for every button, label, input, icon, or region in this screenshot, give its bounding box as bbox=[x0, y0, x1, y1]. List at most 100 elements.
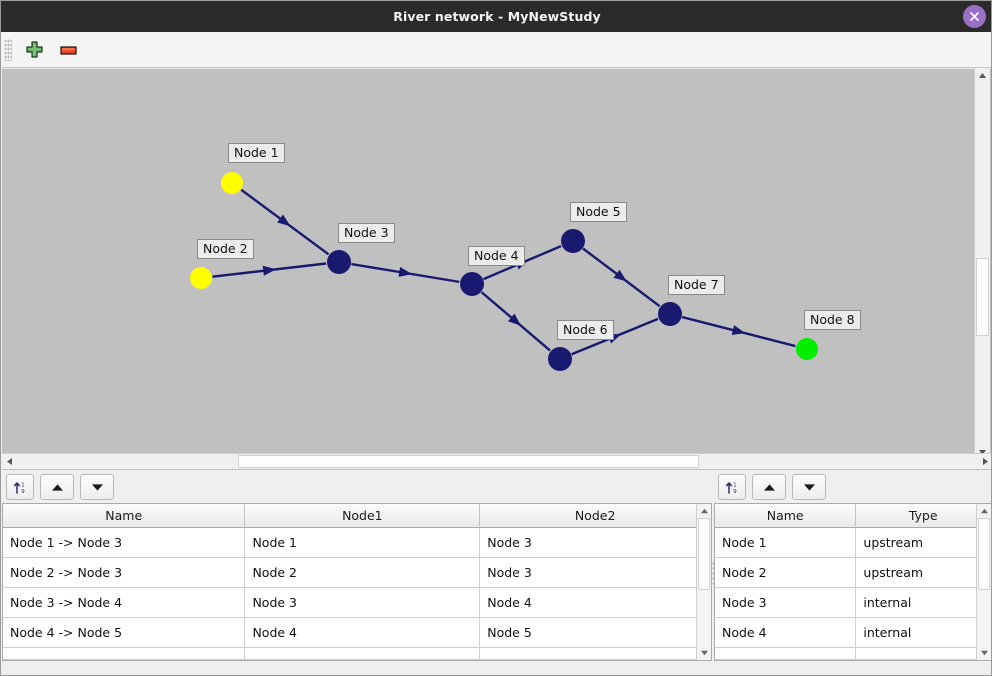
nodes-scroll-up-button[interactable] bbox=[977, 504, 991, 518]
branch-cell[interactable] bbox=[244, 647, 481, 660]
branch-row[interactable] bbox=[3, 647, 711, 660]
graph-node-label-node4[interactable]: Node 4 bbox=[468, 246, 525, 266]
branch-cell[interactable]: Node 1 -> Node 3 bbox=[3, 527, 246, 558]
canvas-horizontal-scroll-thumb[interactable] bbox=[238, 455, 699, 468]
branches-vertical-scrollbar[interactable] bbox=[696, 504, 711, 660]
branch-cell[interactable]: Node 3 bbox=[479, 527, 711, 558]
node-cell[interactable]: Node 1 bbox=[715, 527, 857, 558]
chevron-up-icon bbox=[979, 73, 986, 78]
node-column-header[interactable]: Type bbox=[855, 504, 991, 528]
pane-vertical-splitter[interactable] bbox=[712, 561, 715, 587]
node-cell[interactable]: Node 2 bbox=[715, 557, 857, 588]
node-cell[interactable]: Node 3 bbox=[715, 587, 857, 618]
scroll-up-button[interactable] bbox=[975, 68, 990, 83]
node-cell[interactable] bbox=[855, 647, 991, 660]
graph-node-label-node2[interactable]: Node 2 bbox=[197, 239, 254, 259]
node-cell[interactable]: upstream bbox=[855, 527, 991, 558]
svg-text:1: 1 bbox=[733, 482, 736, 488]
nodes-vertical-scroll-thumb[interactable] bbox=[978, 518, 990, 590]
node-column-header[interactable]: Name bbox=[715, 504, 857, 528]
branch-column-header[interactable]: Name bbox=[3, 504, 246, 528]
node-cell[interactable]: Node 4 bbox=[715, 617, 857, 648]
chevron-right-icon bbox=[982, 458, 988, 465]
graph-node-node4[interactable] bbox=[460, 272, 484, 296]
node-row[interactable] bbox=[715, 647, 991, 660]
network-graph bbox=[190, 172, 818, 371]
graph-node-node2[interactable] bbox=[190, 267, 212, 289]
branch-cell[interactable]: Node 3 -> Node 4 bbox=[3, 587, 246, 618]
node-cell[interactable]: upstream bbox=[855, 557, 991, 588]
branches-scroll-down-button[interactable] bbox=[697, 646, 711, 660]
main-toolbar bbox=[2, 32, 991, 68]
branch-column-header[interactable]: Node2 bbox=[479, 504, 711, 528]
graph-node-label-node8[interactable]: Node 8 bbox=[804, 310, 861, 330]
edge-arrowhead-icon bbox=[507, 313, 522, 326]
nodes-vertical-scrollbar[interactable] bbox=[976, 504, 991, 660]
branches-sort-button[interactable]: 1 9 bbox=[6, 474, 34, 500]
branch-cell[interactable]: Node 2 -> Node 3 bbox=[3, 557, 246, 588]
node-cell[interactable]: internal bbox=[855, 617, 991, 648]
graph-node-node7[interactable] bbox=[658, 302, 682, 326]
nodes-sort-button[interactable]: 1 9 bbox=[718, 474, 746, 500]
graph-node-label-node7[interactable]: Node 7 bbox=[668, 275, 725, 295]
branch-cell[interactable]: Node 1 bbox=[244, 527, 481, 558]
network-diagram-canvas[interactable]: Node 1 Node 2 Node 3 Node 4 Node 5 Node 6 Node… bbox=[2, 68, 991, 461]
branch-cell[interactable]: Node 4 -> Node 5 bbox=[3, 617, 246, 648]
nodes-move-up-button[interactable] bbox=[752, 474, 786, 500]
branch-cell[interactable]: Node 3 bbox=[479, 557, 711, 588]
graph-node-node3[interactable] bbox=[327, 250, 351, 274]
remove-node-button[interactable] bbox=[54, 36, 82, 64]
scroll-left-button[interactable] bbox=[2, 454, 16, 469]
branch-cell[interactable] bbox=[479, 647, 711, 660]
chevron-left-icon bbox=[6, 458, 12, 465]
graph-node-label-node3[interactable]: Node 3 bbox=[338, 223, 395, 243]
close-button[interactable] bbox=[963, 5, 986, 28]
node-cell[interactable]: internal bbox=[855, 587, 991, 618]
arrow-down-icon bbox=[803, 483, 815, 491]
branch-column-header[interactable]: Node1 bbox=[244, 504, 481, 528]
graph-node-node6[interactable] bbox=[548, 347, 572, 371]
add-node-button[interactable] bbox=[20, 36, 48, 64]
toolbar-drag-handle[interactable] bbox=[4, 38, 12, 61]
graph-node-label-node6[interactable]: Node 6 bbox=[557, 320, 614, 340]
branches-move-up-button[interactable] bbox=[40, 474, 74, 500]
canvas-horizontal-scrollbar[interactable] bbox=[2, 453, 991, 470]
canvas-vertical-scroll-thumb[interactable] bbox=[976, 258, 989, 336]
branches-vertical-scroll-thumb[interactable] bbox=[698, 518, 710, 590]
chevron-down-icon bbox=[980, 650, 988, 656]
graph-node-node8[interactable] bbox=[796, 338, 818, 360]
branches-scroll-up-button[interactable] bbox=[697, 504, 711, 518]
graph-node-node5[interactable] bbox=[561, 229, 585, 253]
branch-cell[interactable]: Node 4 bbox=[244, 617, 481, 648]
branch-cell[interactable]: Node 2 bbox=[244, 557, 481, 588]
graph-node-label-node5[interactable]: Node 5 bbox=[570, 202, 627, 222]
node-cell[interactable] bbox=[715, 647, 857, 660]
branch-cell[interactable]: Node 3 bbox=[244, 587, 481, 618]
branches-move-down-button[interactable] bbox=[80, 474, 114, 500]
nodes-move-down-button[interactable] bbox=[792, 474, 826, 500]
branch-cell[interactable] bbox=[3, 647, 246, 660]
branch-cell[interactable]: Node 5 bbox=[479, 617, 711, 648]
graph-node-label-node1[interactable]: Node 1 bbox=[228, 143, 285, 163]
scroll-right-button[interactable] bbox=[978, 454, 991, 469]
edge-arrowhead-icon bbox=[262, 265, 277, 276]
nodes-scroll-down-button[interactable] bbox=[977, 646, 991, 660]
add-plus-icon bbox=[25, 41, 43, 58]
chevron-down-icon bbox=[700, 650, 708, 656]
graph-node-node1[interactable] bbox=[221, 172, 243, 194]
edge-layer bbox=[212, 188, 796, 356]
canvas-vertical-scrollbar[interactable] bbox=[974, 68, 990, 460]
branch-cell[interactable]: Node 4 bbox=[479, 587, 711, 618]
